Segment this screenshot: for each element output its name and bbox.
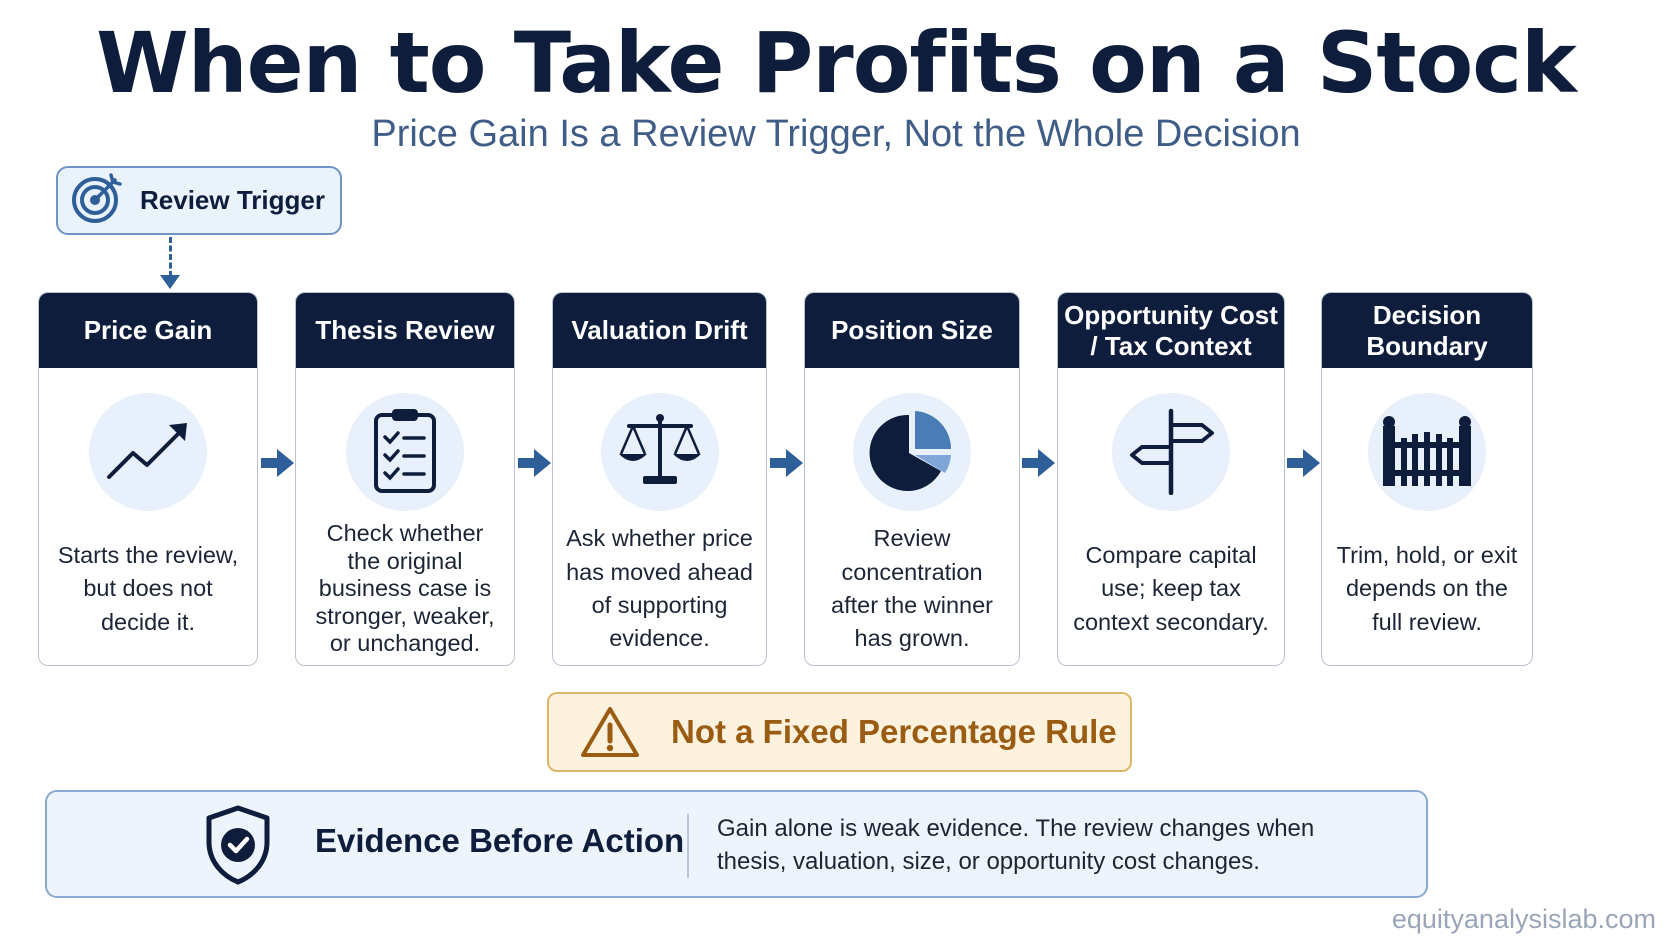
review-trigger-badge: Review Trigger xyxy=(56,166,342,235)
divider xyxy=(687,814,689,878)
pie-chart-icon xyxy=(869,407,955,498)
step-card-valuation-drift: Valuation Drift Ask whether price has mo… xyxy=(552,292,767,666)
step-title: Position Size xyxy=(805,293,1019,368)
target-icon xyxy=(70,171,124,230)
clipboard-checklist-icon xyxy=(370,405,440,500)
step-description: Starts the review, but does not decide i… xyxy=(57,541,239,635)
step-card-decision-boundary: Decision Boundary Trim, hold, or xyxy=(1321,292,1533,666)
step-title: Thesis Review xyxy=(296,293,514,368)
step-card-price-gain: Price Gain Starts the review, but does n… xyxy=(38,292,258,666)
flow-arrow-icon xyxy=(261,449,294,477)
step-card-opportunity-cost: Opportunity Cost / Tax Context Compare c… xyxy=(1057,292,1285,666)
step-title: Valuation Drift xyxy=(553,293,766,368)
step-title: Opportunity Cost / Tax Context xyxy=(1058,293,1284,368)
signpost-icon xyxy=(1126,405,1216,500)
flow-arrow-icon xyxy=(1287,449,1320,477)
shield-check-icon xyxy=(205,804,271,891)
fence-icon xyxy=(1379,412,1475,493)
flow-arrow-icon xyxy=(770,449,803,477)
step-card-position-size: Position Size Review concentration after… xyxy=(804,292,1020,666)
trigger-arrow xyxy=(160,275,180,289)
evidence-panel: Evidence Before Action Gain alone is wea… xyxy=(45,790,1428,898)
step-icon-circle xyxy=(1368,393,1486,511)
trend-up-icon xyxy=(103,415,193,490)
step-description: Ask whether price has moved ahead of sup… xyxy=(566,525,753,652)
trigger-connector-line xyxy=(169,237,172,277)
balance-scale-icon xyxy=(615,410,705,495)
review-trigger-label: Review Trigger xyxy=(140,185,325,215)
footer-url: equityanalysislab.com xyxy=(1391,904,1656,934)
flow-arrow-icon xyxy=(518,449,551,477)
step-icon-circle xyxy=(1112,393,1230,511)
step-description: Trim, hold, or exit depends on the full … xyxy=(1336,541,1518,635)
flow-arrow-icon xyxy=(1022,449,1055,477)
page-title: When to Take Profits on a Stock xyxy=(96,14,1577,112)
step-icon-circle xyxy=(853,393,971,511)
page-subtitle: Price Gain Is a Review Trigger, Not the … xyxy=(371,113,1301,155)
step-icon-circle xyxy=(89,393,207,511)
warning-label: Not a Fixed Percentage Rule xyxy=(671,713,1117,750)
warning-banner: Not a Fixed Percentage Rule xyxy=(547,692,1132,772)
step-icon-circle xyxy=(346,393,464,511)
step-description: Check whether the original business case… xyxy=(315,520,495,657)
step-title: Price Gain xyxy=(39,293,257,368)
step-icon-circle xyxy=(600,393,719,511)
evidence-title: Evidence Before Action xyxy=(315,822,685,859)
warning-triangle-icon xyxy=(579,705,641,759)
evidence-text: Gain alone is weak evidence. The review … xyxy=(717,815,1315,876)
step-description: Compare capital use; keep tax context se… xyxy=(1073,541,1269,635)
step-title: Decision Boundary xyxy=(1322,293,1532,368)
step-card-thesis-review: Thesis Review Check whether the original… xyxy=(295,292,515,666)
step-description: Review concentration after the winner ha… xyxy=(831,525,993,652)
